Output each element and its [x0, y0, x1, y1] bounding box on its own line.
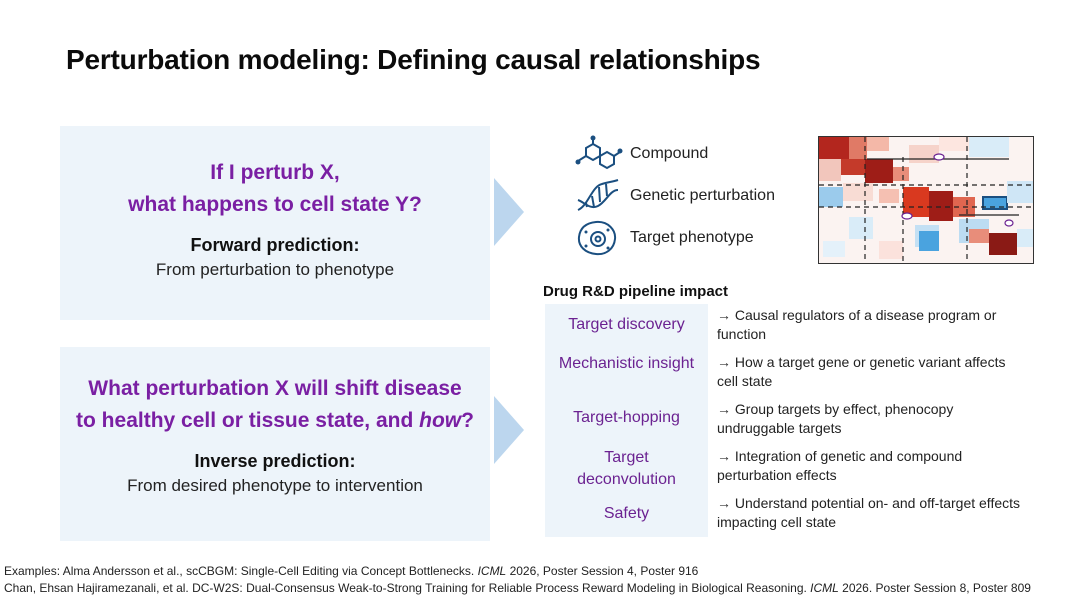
effect-line2: impacting cell state	[717, 514, 837, 530]
stage-name: Mechanistic insight	[558, 355, 695, 372]
cell-icon	[577, 220, 617, 256]
stage-name-line2: deconvolution	[577, 471, 676, 488]
effect-target-discovery: → Causal regulators of a disease program…	[717, 306, 1062, 344]
legend-label: Genetic perturbation	[630, 187, 775, 204]
stage-safety: Safety	[545, 503, 708, 525]
inverse-question-line2-a: to healthy cell or tissue state, and	[76, 409, 420, 432]
inverse-question-line2: to healthy cell or tissue state, and how…	[60, 405, 490, 437]
pipeline-stages-panel	[545, 304, 708, 537]
reference-venue: ICML	[477, 564, 507, 578]
inverse-question-line1: What perturbation X will shift disease	[88, 377, 462, 400]
forward-question-line1: If I perturb X,	[210, 161, 340, 184]
reference-session: 2026, Poster Session 4, Poster 916	[506, 564, 699, 578]
effect-line1: → Integration of genetic and compound	[717, 447, 1062, 466]
effect-target-deconvolution: → Integration of genetic and compound pe…	[717, 447, 1062, 485]
forward-question: If I perturb X, what happens to cell sta…	[60, 126, 490, 221]
arrow-right-icon: →	[717, 354, 731, 370]
stage-name: Target-hopping	[573, 409, 680, 426]
compound-icon	[575, 135, 623, 170]
arrow-right-icon: →	[717, 495, 731, 511]
forward-question-line2: what happens to cell state Y?	[128, 193, 422, 216]
inverse-question: What perturbation X will shift disease t…	[60, 347, 490, 437]
reference-1: Examples: Alma Andersson et al., scCBGM:…	[4, 564, 698, 578]
effect-text: How a target gene or genetic variant aff…	[734, 354, 1006, 370]
stage-name-line1: Target	[604, 449, 649, 466]
inverse-question-mark: ?	[461, 409, 474, 432]
effect-text: Understand potential on- and off-target …	[734, 495, 1021, 511]
forward-subtext: From perturbation to phenotype	[155, 260, 395, 279]
effect-line2: perturbation effects	[717, 467, 837, 483]
effect-safety: → Understand potential on- and off-targe…	[717, 494, 1062, 532]
dna-icon	[577, 179, 619, 211]
effect-target-hopping: → Group targets by effect, phenocopy und…	[717, 400, 1062, 438]
heatmap-graphic	[819, 137, 1033, 263]
perturbation-heatmap	[818, 136, 1034, 264]
effect-mechanistic-insight: → How a target gene or genetic variant a…	[717, 353, 1062, 391]
reference-text: Chan, Ehsan Hajiramezanali, et al. DC-W2…	[4, 581, 811, 595]
stage-target-deconvolution: Target deconvolution	[545, 447, 708, 491]
effect-line1: → Understand potential on- and off-targe…	[717, 494, 1062, 513]
chevron-right-icon	[494, 178, 524, 246]
stage-mechanistic-insight: Mechanistic insight	[545, 353, 708, 375]
forward-prediction-panel: If I perturb X, what happens to cell sta…	[60, 126, 490, 320]
reference-session: 2026. Poster Session 8, Poster 809	[838, 581, 1031, 595]
stage-name: Target discovery	[568, 316, 685, 333]
stage-target-discovery: Target discovery	[545, 314, 708, 336]
inverse-heading: Inverse prediction:	[194, 451, 356, 471]
stage-target-hopping: Target-hopping	[545, 407, 708, 429]
chevron-right-icon	[494, 396, 524, 464]
effect-line1: → Causal regulators of a disease program…	[717, 306, 1062, 325]
effect-line1: → Group targets by effect, phenocopy	[717, 400, 1062, 419]
inverse-question-emphasis: how	[419, 409, 462, 432]
reference-2: Chan, Ehsan Hajiramezanali, et al. DC-W2…	[4, 581, 1031, 595]
legend-label: Compound	[630, 145, 709, 162]
arrow-right-icon: →	[717, 307, 731, 323]
stage-name: Safety	[603, 505, 650, 522]
inverse-prediction-panel: What perturbation X will shift disease t…	[60, 347, 490, 541]
effect-text: Integration of genetic and compound	[734, 448, 963, 464]
effect-text: Causal regulators of a disease program o…	[734, 307, 997, 323]
legend-label: Target phenotype	[630, 229, 754, 246]
pipeline-title: Drug R&D pipeline impact	[543, 283, 729, 300]
effect-text: Group targets by effect, phenocopy	[734, 401, 954, 417]
arrow-right-icon: →	[717, 448, 731, 464]
slide-title: Perturbation modeling: Defining causal r…	[66, 44, 761, 75]
forward-heading: Forward prediction:	[190, 235, 360, 255]
effect-line1: → How a target gene or genetic variant a…	[717, 353, 1062, 372]
inverse-subtext: From desired phenotype to intervention	[127, 476, 423, 495]
effect-line2: cell state	[717, 373, 773, 389]
legend-genetic: Genetic perturbation	[572, 176, 775, 216]
reference-venue: ICML	[810, 581, 839, 595]
effect-line2: undruggable targets	[717, 420, 842, 436]
legend-compound: Compound	[572, 134, 708, 174]
arrow-right-icon: →	[717, 401, 731, 417]
reference-text: Examples: Alma Andersson et al., scCBGM:…	[4, 564, 478, 578]
effect-line2: function	[717, 326, 767, 342]
legend-phenotype: Target phenotype	[572, 218, 754, 258]
